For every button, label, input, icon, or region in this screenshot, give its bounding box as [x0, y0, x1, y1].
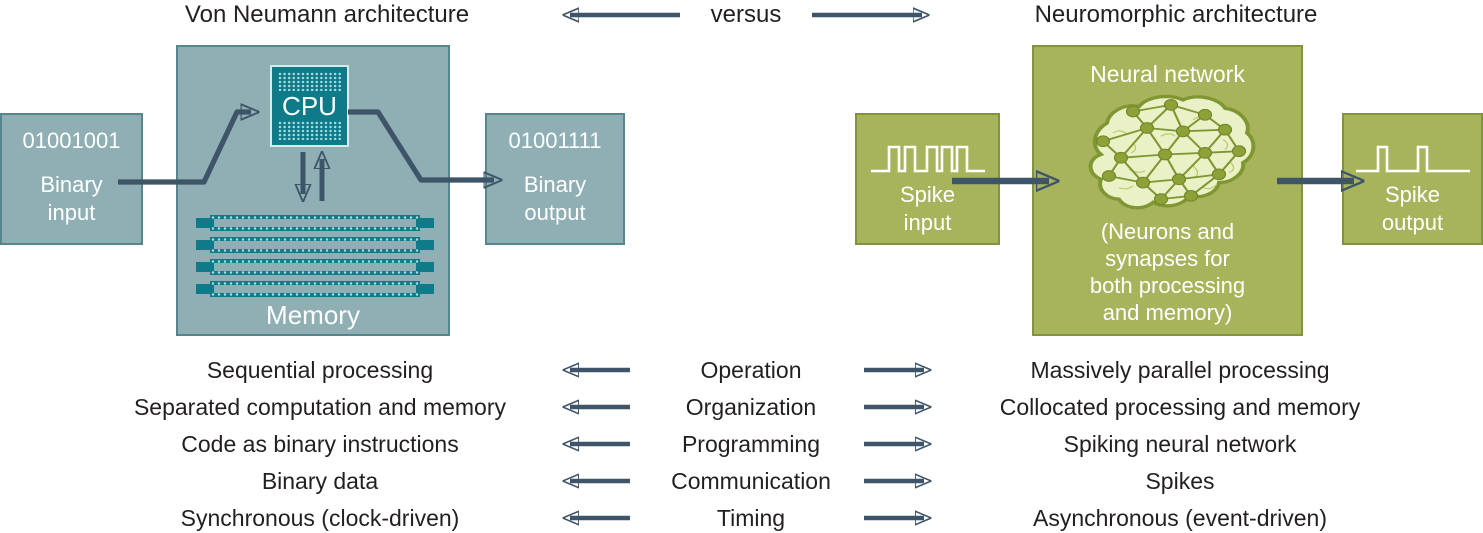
- ram-stick: [210, 281, 420, 297]
- comparison-right: Massively parallel processing: [1030, 357, 1330, 383]
- cpu-label: CPU: [282, 90, 337, 121]
- binary-output-value: 01001111: [508, 128, 602, 153]
- ram-sticks-icon: [210, 215, 420, 303]
- von-neumann-title: Von Neumann architecture: [184, 1, 470, 28]
- comparison-left: Separated computation and memory: [133, 394, 507, 420]
- von-neumann-main-box: CPU Memory: [176, 45, 450, 336]
- comparison-center: Organization: [685, 394, 817, 420]
- spike-input-box: Spike input: [855, 113, 1000, 245]
- comparison-left: Sequential processing: [206, 357, 434, 383]
- spike-output-label: Spike output: [1381, 182, 1444, 235]
- spike-input-label: Spike input: [899, 182, 956, 235]
- neuromorphic-title: Neuromorphic architecture: [1034, 1, 1318, 28]
- comparison-center: Operation: [700, 357, 802, 383]
- comparison-right: Spiking neural network: [1063, 431, 1297, 457]
- cpu-pin-dots-bottom: [278, 121, 341, 140]
- binary-output-label: Binary output: [523, 172, 587, 225]
- spike-output-box: Spike output: [1342, 113, 1483, 245]
- neuromorphic-main-box: Neural network: [1032, 45, 1303, 336]
- comparison-right: Collocated processing and memory: [999, 394, 1361, 420]
- memory-label: Memory: [266, 300, 360, 330]
- comparison-right: Asynchronous (event-driven): [1032, 505, 1328, 531]
- comparison-left: Synchronous (clock-driven): [180, 505, 460, 531]
- binary-input-label: Binary input: [40, 172, 103, 225]
- binary-input-box: 01001001 Binary input: [0, 113, 143, 245]
- comparison-left: Binary data: [261, 468, 379, 494]
- binary-input-value: 01001001: [22, 128, 121, 153]
- comparison-right: Spikes: [1145, 468, 1215, 494]
- ram-stick: [210, 259, 420, 275]
- comparison-center: Programming: [681, 431, 821, 457]
- comparison-center: Communication: [671, 468, 831, 494]
- brain-network-icon: [1088, 94, 1255, 210]
- cpu-pin-dots-top: [278, 72, 341, 91]
- neural-network-subtitle: (Neurons and synapses for both processin…: [1089, 219, 1246, 325]
- spike-output-waveform-icon: [1355, 145, 1470, 173]
- spike-input-waveform-icon: [870, 145, 985, 173]
- ram-stick: [210, 215, 420, 231]
- cpu-chip-icon: CPU: [270, 65, 349, 147]
- neural-network-title: Neural network: [1090, 61, 1245, 87]
- versus-label: versus: [710, 1, 782, 28]
- comparison-left: Code as binary instructions: [181, 431, 459, 457]
- binary-output-box: 01001111 Binary output: [485, 113, 625, 245]
- ram-stick: [210, 237, 420, 253]
- comparison-center: Timing: [716, 505, 786, 531]
